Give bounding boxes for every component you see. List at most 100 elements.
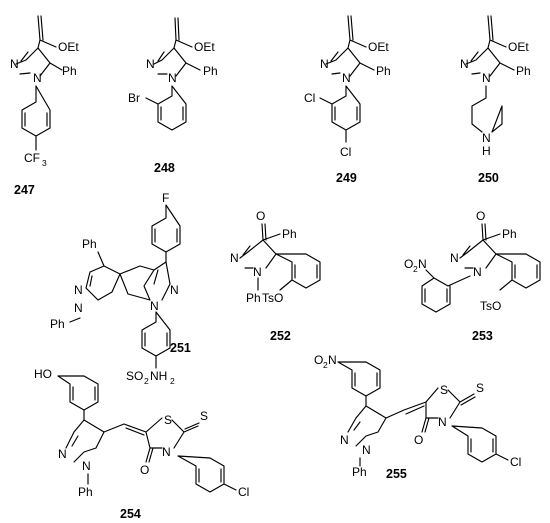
pyrazole-n1-250: N <box>460 57 469 71</box>
pyrazoline-n1-251: N <box>150 299 159 313</box>
pyrazole-n1-248: N <box>146 57 155 71</box>
compound-255: O 2 N N N Ph S S N O Cl 255 <box>314 353 521 481</box>
benzoyl-group-252 <box>261 223 281 241</box>
benzoyl-ph-252: Ph <box>282 227 297 241</box>
pyrazole-n4-251: N <box>74 301 83 315</box>
compound-number-249: 249 <box>336 171 357 185</box>
pyrazole-n2-248: N <box>168 71 177 85</box>
cf3-label-247: CF <box>24 151 40 165</box>
pyrazole-ring-248 <box>153 47 201 77</box>
nph-label-252: Ph <box>246 291 261 305</box>
aryl-ring-247 <box>21 85 51 151</box>
phenyl-label-247: Ph <box>62 64 77 78</box>
fluorophenyl-ring-251 <box>151 204 181 263</box>
aryl-ring-249 <box>319 85 361 143</box>
benzoyl-ph-253: Ph <box>502 227 517 241</box>
compound-number-251: 251 <box>170 341 191 355</box>
piperidine-ring-250 <box>471 85 503 133</box>
ester-group-248 <box>173 17 193 49</box>
carbonyl-o-254: O <box>140 463 149 477</box>
compound-252: O Ph N N Ph TsO 252 <box>230 209 321 343</box>
compound-number-247: 247 <box>14 183 35 197</box>
chloro-label-2-249: Cl <box>340 145 351 159</box>
ring-n-255: N <box>438 415 447 429</box>
pyrazole-n2-254: N <box>82 459 91 473</box>
nph-label-255: Ph <box>352 465 367 479</box>
benzoyl-group-253 <box>481 223 501 241</box>
chloro-label-254: Cl <box>238 485 249 499</box>
so2-sub-251: 2 <box>144 376 149 386</box>
phenyl-label-1-251: Ph <box>82 237 97 251</box>
ester-group-250 <box>487 15 507 49</box>
pyrazole-ring-254 <box>65 419 105 463</box>
cf3-sub-247: 3 <box>42 158 47 168</box>
pyrazole-n2-253: N <box>473 265 482 279</box>
pyrazole-n2-249: N <box>342 71 351 85</box>
aryl-ring-252 <box>275 253 321 291</box>
ester-label-247: OEt <box>58 40 79 54</box>
phenyl-label-248: Ph <box>203 64 218 78</box>
carbonyl-o-255: O <box>414 433 423 447</box>
pyrazole-ring-250 <box>465 47 515 77</box>
compound-number-248: 248 <box>154 161 175 175</box>
pyrazoline-ring-251 <box>119 261 171 301</box>
pyrazole-n1-249: N <box>320 57 329 71</box>
nitro-sub-255: 2 <box>323 360 328 370</box>
aryl-ring-248 <box>145 85 187 131</box>
sulfonamide-ring-251 <box>141 311 171 369</box>
ring-s-254: S <box>200 409 208 423</box>
compound-number-253: 253 <box>472 329 493 343</box>
carbonyl-o-253: O <box>476 209 485 223</box>
nitro-o-253: O <box>404 257 413 271</box>
ring-s-255: S <box>476 381 484 395</box>
compound-248: OEt N N Ph Br 248 <box>128 17 218 175</box>
compound-251: F N N Ph N N Ph SO 2 NH 2 251 <box>50 191 191 386</box>
compound-249: OEt N N Ph Cl Cl 249 <box>304 15 391 185</box>
phenyl-label-2-251: Ph <box>50 317 65 331</box>
pyrazole-n3-251: N <box>74 283 83 297</box>
aryl-ring-253 <box>495 253 541 291</box>
compound-number-254: 254 <box>120 507 141 521</box>
nitro-n-255: N <box>328 353 337 367</box>
nitro-o-255: O <box>314 353 323 367</box>
so2-label-251: SO <box>126 369 143 383</box>
thione-s-254: S <box>164 413 172 427</box>
hydroxy-label-254: HO <box>34 367 52 381</box>
pyrazole-n1-252: N <box>230 251 239 265</box>
hydroxyphenyl-ring-254 <box>57 375 99 421</box>
methylidene-bond-254 <box>103 423 147 436</box>
ester-label-249: OEt <box>368 40 389 54</box>
pyrazole-n1-247: N <box>10 57 19 71</box>
nitrophenyl-ring-255 <box>337 361 381 407</box>
ester-group-249 <box>347 15 367 49</box>
tosylate-label-252: TsO <box>262 291 283 305</box>
pyrazole-ring-255 <box>347 405 387 447</box>
methylidene-bond-255 <box>385 401 427 419</box>
chlorophenyl-ring-254 <box>177 455 237 493</box>
phenyl-label-249: Ph <box>376 64 391 78</box>
compound-number-250: 250 <box>478 171 499 185</box>
pyrazole-ring-253 <box>459 239 497 269</box>
pyrazole-n2-250: N <box>482 71 491 85</box>
fluoro-label-251: F <box>162 191 169 205</box>
pyrazole-n1-254: N <box>58 447 67 461</box>
ester-group-247 <box>37 15 57 49</box>
compound-number-252: 252 <box>270 329 291 343</box>
ester-label-248: OEt <box>194 40 215 54</box>
pyrazole-ring-251 <box>85 251 121 301</box>
pyrazole-nph-bond-251 <box>69 317 81 323</box>
pyrazole-n1-255: N <box>340 433 349 447</box>
nh2-label-251: NH <box>150 369 167 383</box>
piperidine-h-250: H <box>482 144 491 158</box>
tosylate-label-253: TsO <box>480 299 501 313</box>
compound-250: OEt N N Ph N H 250 <box>460 15 531 185</box>
pyrazole-n2-247: N <box>33 71 42 85</box>
chloro-label-255: Cl <box>510 455 521 469</box>
compound-247: OEt N N Ph CF 3 247 <box>10 15 79 197</box>
pyrazole-n1-253: N <box>450 251 459 265</box>
nitro-sub-253: 2 <box>413 264 418 274</box>
compound-number-255: 255 <box>386 467 407 481</box>
nitro-n-253: N <box>418 257 427 271</box>
nph-label-254: Ph <box>78 485 93 499</box>
pyrazole-ring-249 <box>325 47 375 77</box>
